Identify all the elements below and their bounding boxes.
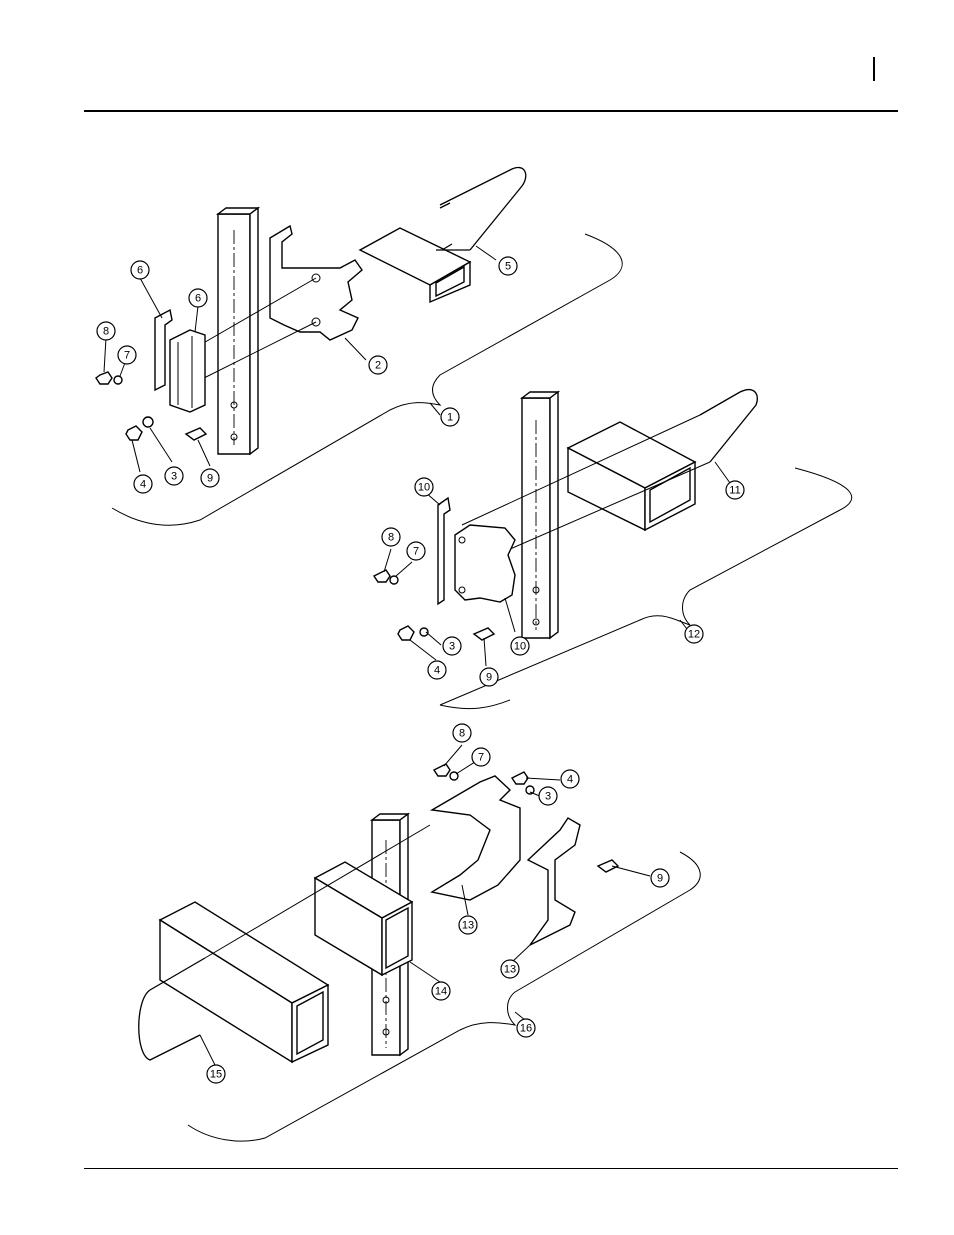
callout-number: 11 (729, 485, 740, 497)
callout-8: 8 (453, 724, 471, 742)
assembly-group-3 (139, 764, 700, 1141)
callout-6: 6 (131, 261, 149, 279)
callout-number: 9 (486, 672, 492, 684)
callout-8: 8 (97, 322, 115, 340)
callout-number: 12 (688, 629, 700, 641)
callout-number: 8 (103, 326, 109, 338)
callout-number: 3 (449, 641, 455, 653)
callout-number: 7 (413, 546, 419, 558)
callout-7: 7 (472, 748, 490, 766)
callout-number: 9 (657, 873, 663, 885)
callout-5: 5 (499, 257, 517, 275)
callout-6: 6 (189, 289, 207, 307)
callout-9: 9 (201, 469, 219, 487)
callout-3: 3 (165, 467, 183, 485)
callout-number: 3 (545, 791, 551, 803)
callout-4: 4 (561, 770, 579, 788)
callout-number: 4 (434, 665, 440, 677)
callout-10: 10 (511, 637, 529, 655)
callout-13: 13 (459, 916, 477, 934)
callout-15: 15 (207, 1065, 225, 1083)
callout-7: 7 (118, 346, 136, 364)
callout-number: 3 (171, 471, 177, 483)
callout-4: 4 (428, 661, 446, 679)
callout-number: 10 (418, 482, 430, 494)
callout-number: 2 (375, 360, 381, 372)
callout-4: 4 (134, 475, 152, 493)
callout-3: 3 (539, 787, 557, 805)
callout-number: 10 (514, 641, 526, 653)
callout-11: 11 (726, 481, 744, 499)
callout-number: 4 (140, 479, 146, 491)
callout-number: 13 (504, 964, 516, 976)
callout-number: 5 (505, 261, 511, 273)
callout-number: 6 (137, 265, 143, 277)
callout-number: 8 (459, 728, 465, 740)
callout-9: 9 (651, 869, 669, 887)
callout-3: 3 (443, 637, 461, 655)
callout-14: 14 (432, 982, 450, 1000)
callout-13: 13 (501, 960, 519, 978)
callout-10: 10 (415, 478, 433, 496)
callout-number: 9 (207, 473, 213, 485)
callout-1: 1 (441, 408, 459, 426)
callout-12: 12 (685, 625, 703, 643)
callout-number: 13 (462, 920, 474, 932)
callout-number: 4 (567, 774, 573, 786)
callout-number: 15 (210, 1069, 222, 1081)
callout-number: 8 (388, 532, 394, 544)
callout-2: 2 (369, 356, 387, 374)
callout-number: 1 (447, 412, 453, 424)
callout-number: 6 (195, 293, 201, 305)
callout-16: 16 (517, 1019, 535, 1037)
callout-7: 7 (407, 542, 425, 560)
callout-9: 9 (480, 668, 498, 686)
assembly-group-2 (374, 390, 852, 709)
callout-number: 14 (435, 986, 447, 998)
callout-number: 7 (124, 350, 130, 362)
callout-number: 7 (478, 752, 484, 764)
callout-8: 8 (382, 528, 400, 546)
callout-number: 16 (520, 1023, 532, 1035)
